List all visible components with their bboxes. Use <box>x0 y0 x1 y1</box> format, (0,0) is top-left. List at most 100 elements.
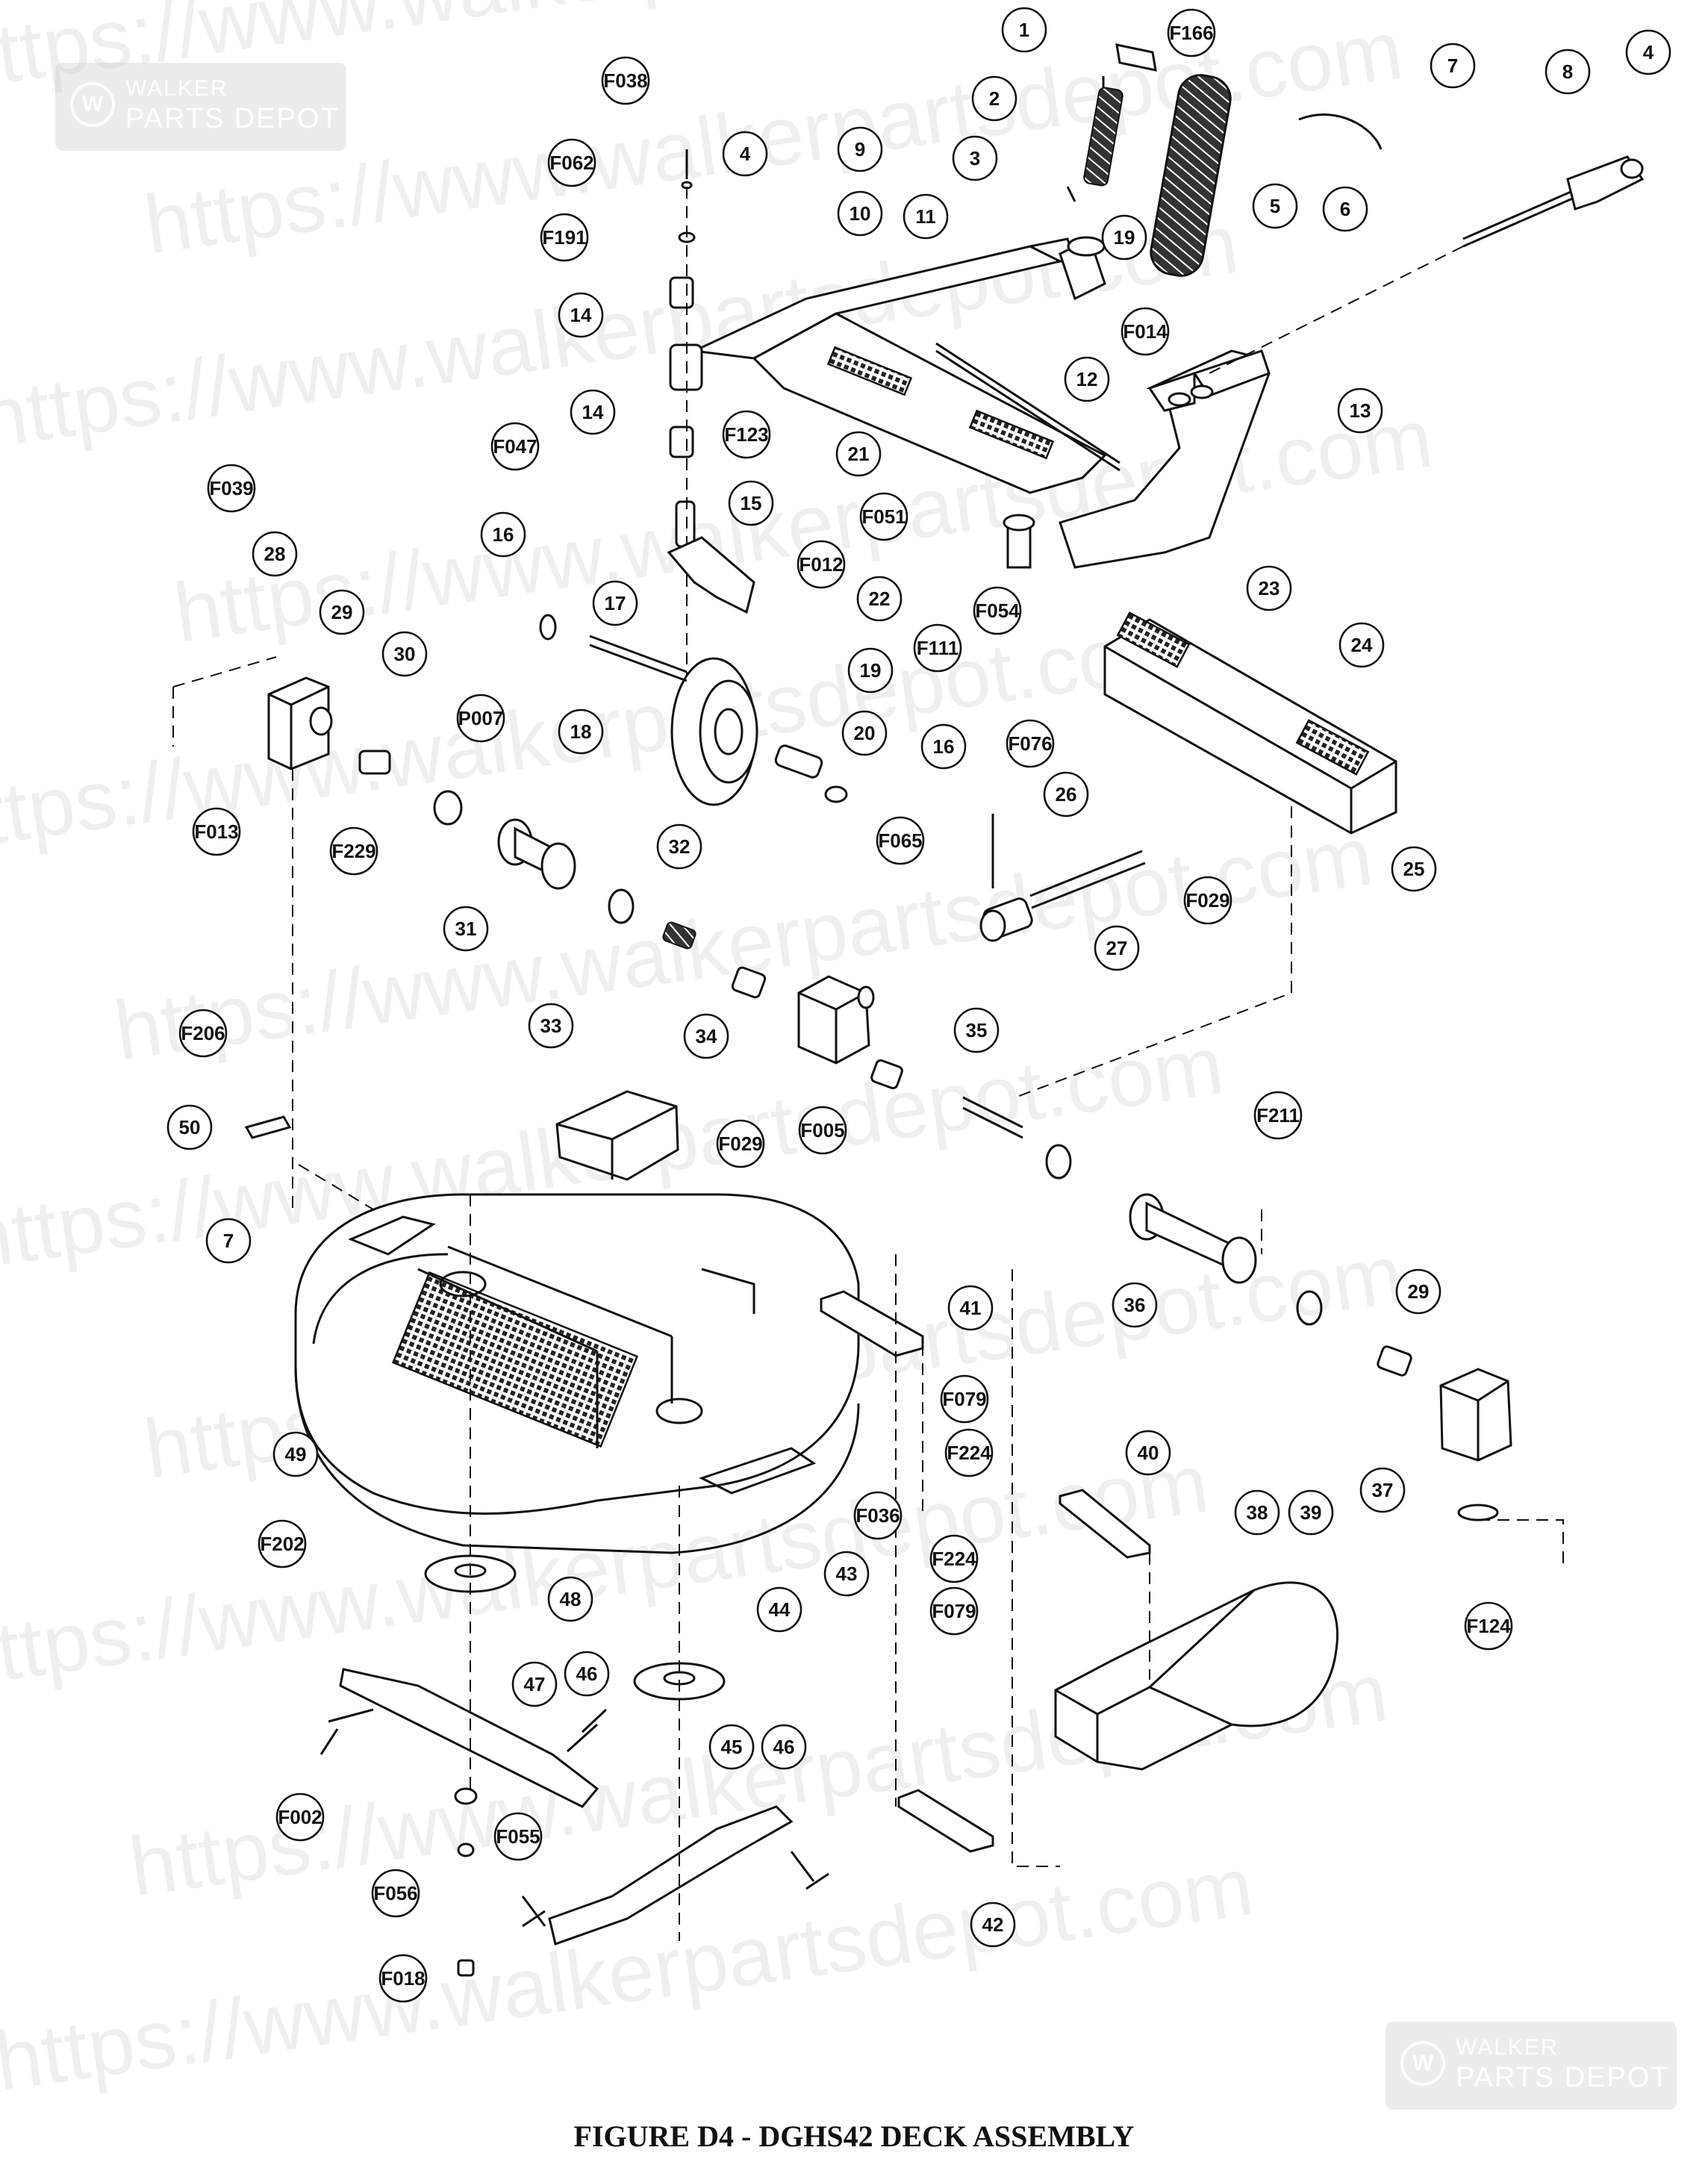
callout-f111: F111 <box>913 623 962 673</box>
callout-6: 6 <box>1322 186 1368 232</box>
callout-label: F202 <box>260 1533 304 1555</box>
callout-circle <box>1625 29 1671 75</box>
callout-f029: F029 <box>716 1119 765 1168</box>
callout-f038: F038 <box>601 56 650 105</box>
callout-label: 22 <box>869 588 891 610</box>
callout-label: F002 <box>278 1806 322 1828</box>
walker-w-logo-icon: W <box>1400 2041 1445 2086</box>
callout-circle <box>973 586 1022 635</box>
mower-deck-shell-part <box>294 1193 860 1554</box>
callout-circle <box>371 1869 420 1918</box>
callout-f123: F123 <box>722 410 771 459</box>
callout-label: 8 <box>1562 60 1573 83</box>
callout-29: 29 <box>1395 1268 1441 1315</box>
callout-label: 35 <box>966 1019 988 1041</box>
callout-label: 13 <box>1350 399 1371 422</box>
washer-part <box>539 614 557 641</box>
callout-circle <box>601 56 650 105</box>
callout-label: 44 <box>769 1598 791 1621</box>
callout-circle <box>1246 565 1292 611</box>
callout-circle <box>558 292 604 338</box>
callout-label: F166 <box>1169 22 1213 44</box>
callout-circle <box>275 1792 325 1842</box>
callout-label: 45 <box>721 1736 743 1758</box>
callout-circle <box>853 1491 903 1540</box>
callout-f047: F047 <box>490 422 540 471</box>
callout-circle <box>1121 307 1170 356</box>
callout-48: 48 <box>547 1576 593 1622</box>
callout-label: 40 <box>1138 1442 1159 1464</box>
callout-f202: F202 <box>258 1519 307 1568</box>
callout-circle <box>837 190 883 237</box>
callout-label: 18 <box>570 720 592 743</box>
callout-29: 29 <box>319 589 365 635</box>
callout-13: 13 <box>1337 387 1383 434</box>
callout-circle <box>1112 1282 1158 1328</box>
callout-38: 38 <box>1234 1489 1280 1536</box>
callout-circle <box>207 464 256 513</box>
callout-label: 50 <box>179 1116 201 1138</box>
callout-circle <box>166 1104 213 1150</box>
callout-circle <box>1253 1091 1303 1140</box>
callout-circle <box>837 126 883 172</box>
callout-label: F076 <box>1008 732 1052 755</box>
callout-10: 10 <box>837 190 883 237</box>
callout-circle <box>835 431 882 477</box>
parts-linework <box>172 43 1645 1977</box>
callout-circle <box>1252 183 1298 229</box>
callout-circle <box>1464 1601 1513 1651</box>
callout-40: 40 <box>1125 1430 1171 1476</box>
callout-label: F056 <box>373 1882 417 1904</box>
callout-label: 2 <box>989 87 1000 110</box>
callout-f191: F191 <box>540 213 589 262</box>
callout-circle <box>1545 49 1591 95</box>
callout-49: 49 <box>272 1431 319 1477</box>
callout-15: 15 <box>728 480 774 526</box>
callout-f056: F056 <box>371 1869 420 1918</box>
callout-label: 5 <box>1270 195 1280 217</box>
callout-label: F051 <box>861 505 906 528</box>
callout-14: 14 <box>558 292 604 338</box>
callout-f065: F065 <box>876 816 925 865</box>
callout-45: 45 <box>708 1724 755 1770</box>
callout-20: 20 <box>841 710 888 756</box>
drive-shaft-left-part <box>497 818 576 890</box>
callout-label: 15 <box>741 492 762 514</box>
callout-label: 16 <box>493 523 514 546</box>
callout-8: 8 <box>1545 49 1591 95</box>
callout-24: 24 <box>1338 622 1385 668</box>
callout-f036: F036 <box>853 1491 903 1540</box>
callout-circle <box>258 1519 307 1568</box>
callout-43: 43 <box>823 1551 870 1597</box>
callout-circle <box>913 623 962 673</box>
callout-23: 23 <box>1246 565 1292 611</box>
callout-4: 4 <box>722 131 768 177</box>
callout-circle <box>329 826 378 876</box>
callout-37: 37 <box>1359 1467 1406 1513</box>
callout-label: 36 <box>1124 1294 1146 1316</box>
callout-47: 47 <box>511 1661 558 1707</box>
callout-label: 33 <box>540 1015 562 1037</box>
callout-30: 30 <box>381 631 428 677</box>
callout-circle <box>1234 1489 1280 1536</box>
handle-lever-part <box>1462 155 1645 248</box>
callout-circle <box>456 694 505 743</box>
callout-label: F018 <box>381 1967 425 1990</box>
mower-blade-left-part <box>320 1668 608 1808</box>
callout-label: 29 <box>331 601 353 623</box>
callout-label: 11 <box>915 205 936 228</box>
callout-circle <box>564 1651 610 1697</box>
callout-circle <box>823 1551 870 1597</box>
callout-circle <box>272 1431 319 1477</box>
callout-circle <box>381 631 428 677</box>
callout-circle <box>1395 1268 1441 1315</box>
callout-label: F211 <box>1256 1104 1300 1127</box>
callout-label: 28 <box>264 543 286 565</box>
callout-circle <box>1430 43 1476 89</box>
callout-circle <box>192 807 241 856</box>
callout-circle <box>952 135 998 181</box>
callout-circle <box>761 1724 807 1770</box>
callout-circle <box>178 1009 228 1058</box>
callout-circle <box>797 540 846 589</box>
